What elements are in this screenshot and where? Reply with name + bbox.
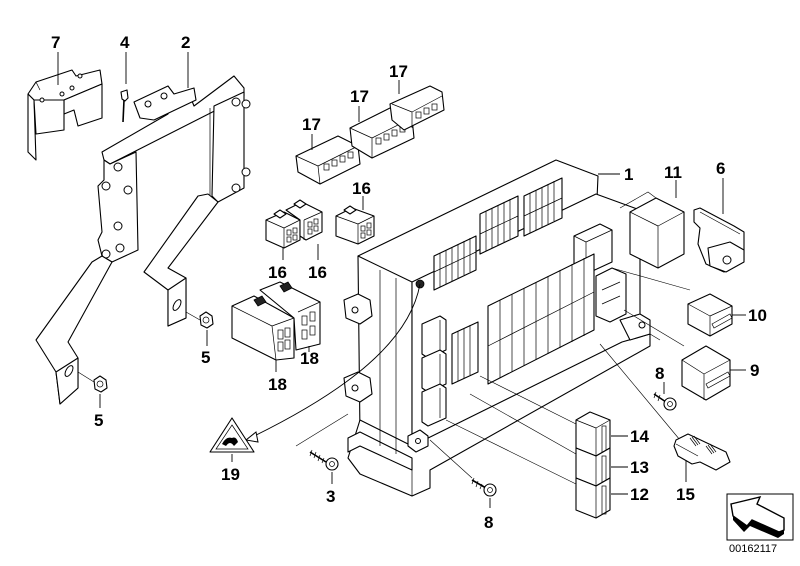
callout-17-b[interactable]: 17 bbox=[350, 87, 369, 106]
part-7-holder-bracket[interactable] bbox=[27, 69, 103, 161]
callout-15[interactable]: 15 bbox=[676, 485, 695, 504]
callout-18-b[interactable]: 18 bbox=[300, 349, 319, 368]
dash-10 bbox=[611, 267, 691, 291]
callout-2[interactable]: 2 bbox=[181, 33, 190, 52]
part-1-power-distribution-box[interactable] bbox=[343, 159, 651, 497]
part-9-relay-large[interactable] bbox=[681, 345, 731, 401]
part-5-hex-nut-upper[interactable] bbox=[185, 311, 214, 329]
callout-17-c[interactable]: 17 bbox=[389, 62, 408, 81]
part-16-connector-b[interactable] bbox=[285, 199, 323, 241]
callout-5-lower[interactable]: 5 bbox=[94, 411, 103, 430]
callout-16-b[interactable]: 16 bbox=[308, 263, 327, 282]
callout-16-a[interactable]: 16 bbox=[268, 263, 287, 282]
part-8-screw-upper[interactable] bbox=[653, 391, 677, 411]
callout-19[interactable]: 19 bbox=[221, 465, 240, 484]
callout-6[interactable]: 6 bbox=[716, 159, 725, 178]
callout-8-lower[interactable]: 8 bbox=[484, 513, 493, 532]
dash-11 bbox=[619, 191, 657, 209]
part-6-bracket-clip[interactable] bbox=[693, 207, 745, 273]
callout-12[interactable]: 12 bbox=[630, 485, 649, 504]
callout-8-upper[interactable]: 8 bbox=[655, 364, 664, 383]
part-5-hex-nut-lower[interactable] bbox=[77, 371, 108, 393]
reference-box: 00162117 bbox=[726, 493, 794, 555]
part-3-screw[interactable] bbox=[309, 449, 339, 471]
part-15-fuse-clip[interactable] bbox=[673, 433, 731, 471]
callout-11[interactable]: 11 bbox=[664, 163, 682, 182]
part-17-connector-strip-3[interactable] bbox=[389, 85, 445, 131]
dash-15 bbox=[599, 343, 681, 441]
reference-number: 00162117 bbox=[729, 543, 777, 555]
callout-13[interactable]: 13 bbox=[630, 458, 649, 477]
part-8-screw-lower[interactable] bbox=[471, 477, 497, 497]
callout-10[interactable]: 10 bbox=[748, 306, 767, 325]
dash-3 bbox=[295, 413, 349, 447]
callout-5-upper[interactable]: 5 bbox=[201, 348, 210, 367]
dash-12 bbox=[445, 419, 577, 485]
part-2-mounting-bracket-frame[interactable] bbox=[35, 75, 251, 405]
callout-3[interactable]: 3 bbox=[326, 487, 335, 506]
dash-8-lower bbox=[429, 439, 473, 479]
arrowhead-icon bbox=[244, 431, 259, 443]
warning-glyph-icon bbox=[222, 437, 238, 446]
dash-9 bbox=[623, 309, 685, 347]
isometric-arrow-icon bbox=[730, 495, 785, 538]
part-12-relay-module[interactable] bbox=[575, 477, 611, 519]
part-18-connector-block-b[interactable] bbox=[259, 281, 321, 351]
callout-7[interactable]: 7 bbox=[51, 33, 60, 52]
callout-9[interactable]: 9 bbox=[750, 361, 759, 380]
callout-17-a[interactable]: 17 bbox=[302, 115, 321, 134]
callout-1[interactable]: 1 bbox=[624, 165, 633, 184]
front-fuse-grid bbox=[487, 253, 595, 385]
part-10-relay-small[interactable] bbox=[687, 293, 733, 337]
callout-18-a[interactable]: 18 bbox=[268, 375, 287, 394]
part-16-connector-c[interactable] bbox=[335, 205, 375, 245]
part-17-connector-strip-1[interactable] bbox=[295, 135, 361, 185]
fuse-rows bbox=[433, 177, 563, 291]
part-4-expanding-rivet[interactable] bbox=[120, 89, 129, 123]
part-14-relay-module[interactable] bbox=[575, 411, 611, 457]
dash-14 bbox=[479, 375, 577, 425]
part-16-connector-a[interactable] bbox=[265, 209, 301, 249]
dash-8-upper bbox=[649, 333, 661, 341]
part-19-warning-label[interactable] bbox=[209, 417, 255, 453]
part-11-relay-cube[interactable] bbox=[629, 197, 685, 269]
left-relay-stack bbox=[421, 315, 479, 427]
callout-4[interactable]: 4 bbox=[120, 33, 130, 52]
callout-16-c[interactable]: 16 bbox=[352, 179, 371, 198]
leader-19-wire bbox=[245, 283, 421, 441]
part-18-connector-block-a[interactable] bbox=[231, 295, 295, 361]
dash-13 bbox=[469, 393, 577, 455]
callout-14[interactable]: 14 bbox=[630, 427, 649, 446]
